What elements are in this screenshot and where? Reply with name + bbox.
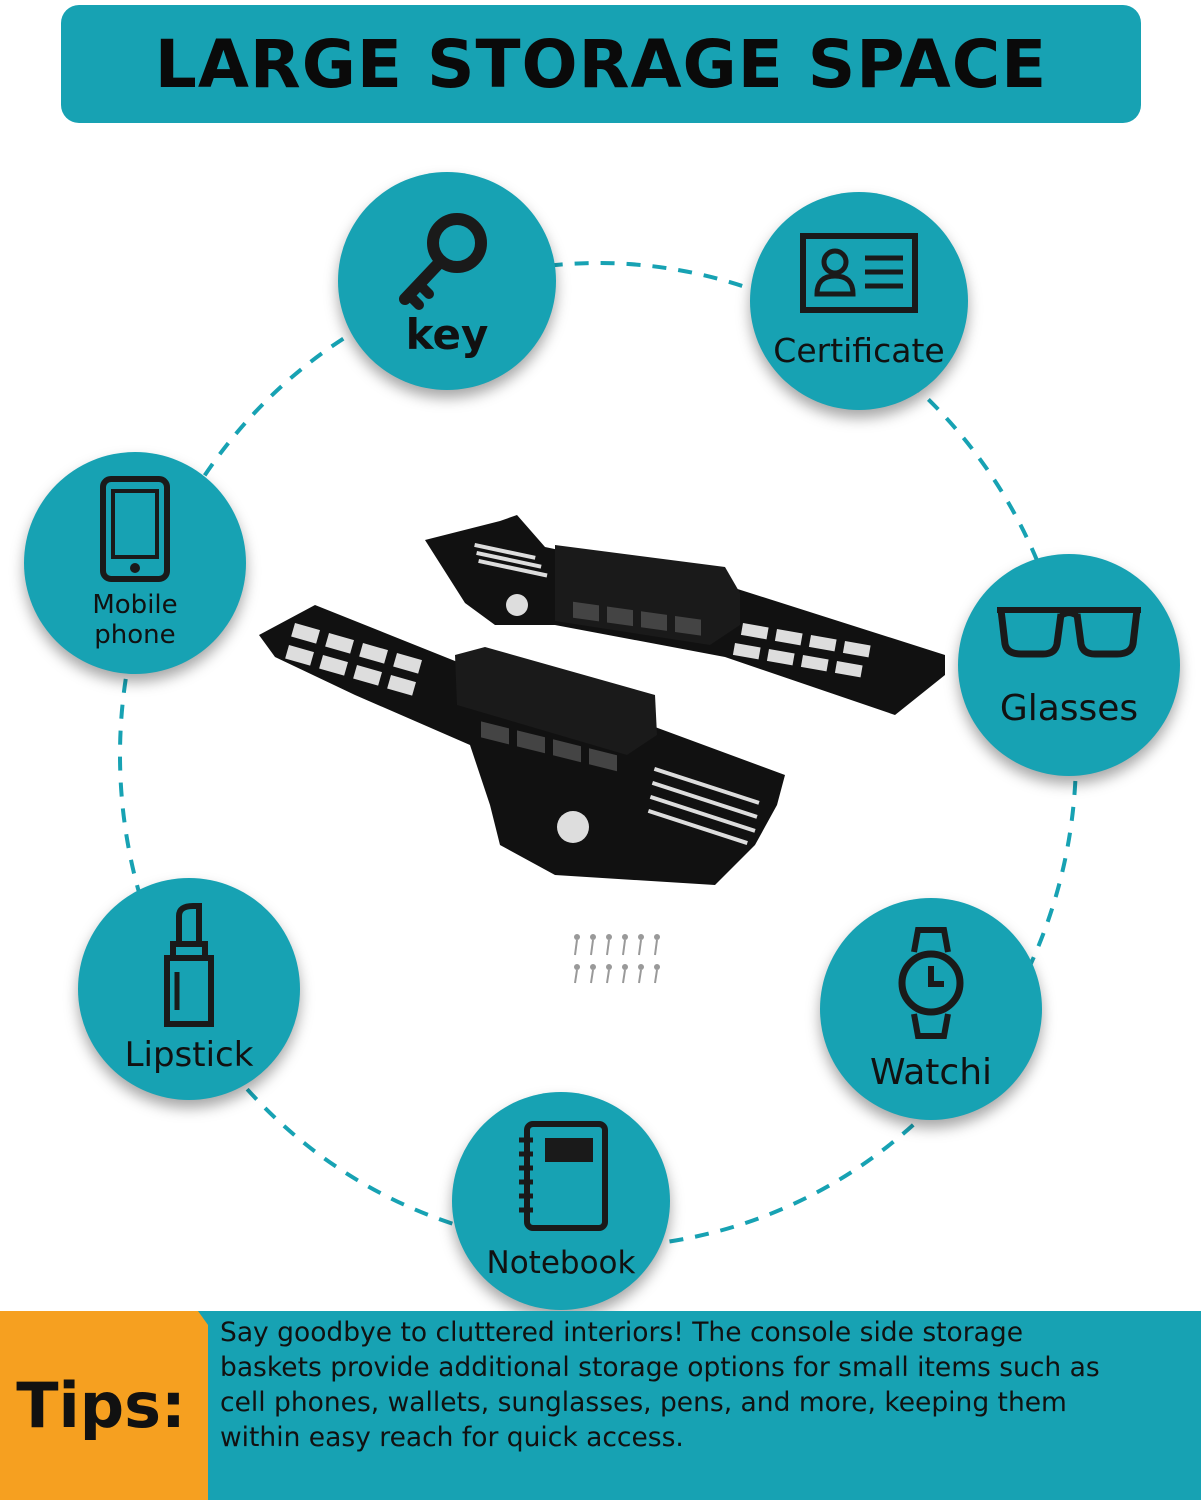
- header-banner: LARGE STORAGE SPACE: [61, 5, 1141, 123]
- tips-text: Say goodbye to cluttered interiors! The …: [220, 1315, 1190, 1455]
- tips-label: Tips:: [16, 1369, 186, 1442]
- notebook-icon: [519, 1121, 608, 1232]
- glasses-icon: [997, 607, 1141, 658]
- tips-panel: Tips: Say goodbye to cluttered interiors…: [0, 1311, 1201, 1500]
- item-key: key: [338, 172, 556, 390]
- key-icon: [399, 212, 487, 310]
- item-mobile-phone: Mobile phone: [24, 452, 246, 674]
- item-notebook: Notebook: [452, 1092, 670, 1310]
- item-watch: Watchi: [820, 898, 1042, 1120]
- tips-line-2: baskets provide additional storage optio…: [220, 1352, 1100, 1383]
- mobile-phone-icon: [100, 476, 170, 583]
- mobile-label-line-1: Mobile: [92, 590, 178, 621]
- id-card-icon: [800, 233, 918, 314]
- mobile-label-line-2: phone: [94, 620, 176, 650]
- item-label-mobile-phone: Mobile phone: [92, 590, 178, 651]
- item-label-notebook: Notebook: [486, 1245, 636, 1282]
- tips-line-1: Say goodbye to cluttered interiors! The …: [220, 1317, 1024, 1348]
- product-image: [259, 515, 945, 984]
- tips-tab: Tips:: [0, 1311, 208, 1500]
- item-label-glasses: Glasses: [999, 688, 1139, 730]
- item-label-watch: Watchi: [869, 1052, 993, 1094]
- lipstick-icon: [164, 903, 214, 1028]
- tips-line-4: within easy reach for quick access.: [220, 1422, 684, 1453]
- watch-icon: [898, 927, 964, 1040]
- page-title: LARGE STORAGE SPACE: [154, 25, 1048, 103]
- item-label-certificate: Certificate: [773, 331, 945, 371]
- tips-line-3: cell phones, wallets, sunglasses, pens, …: [220, 1387, 1067, 1418]
- item-lipstick: Lipstick: [78, 878, 300, 1100]
- item-glasses: Glasses: [958, 554, 1180, 776]
- item-label-lipstick: Lipstick: [124, 1035, 254, 1076]
- item-label-key: key: [405, 309, 489, 359]
- item-certificate: Certificate: [750, 192, 968, 410]
